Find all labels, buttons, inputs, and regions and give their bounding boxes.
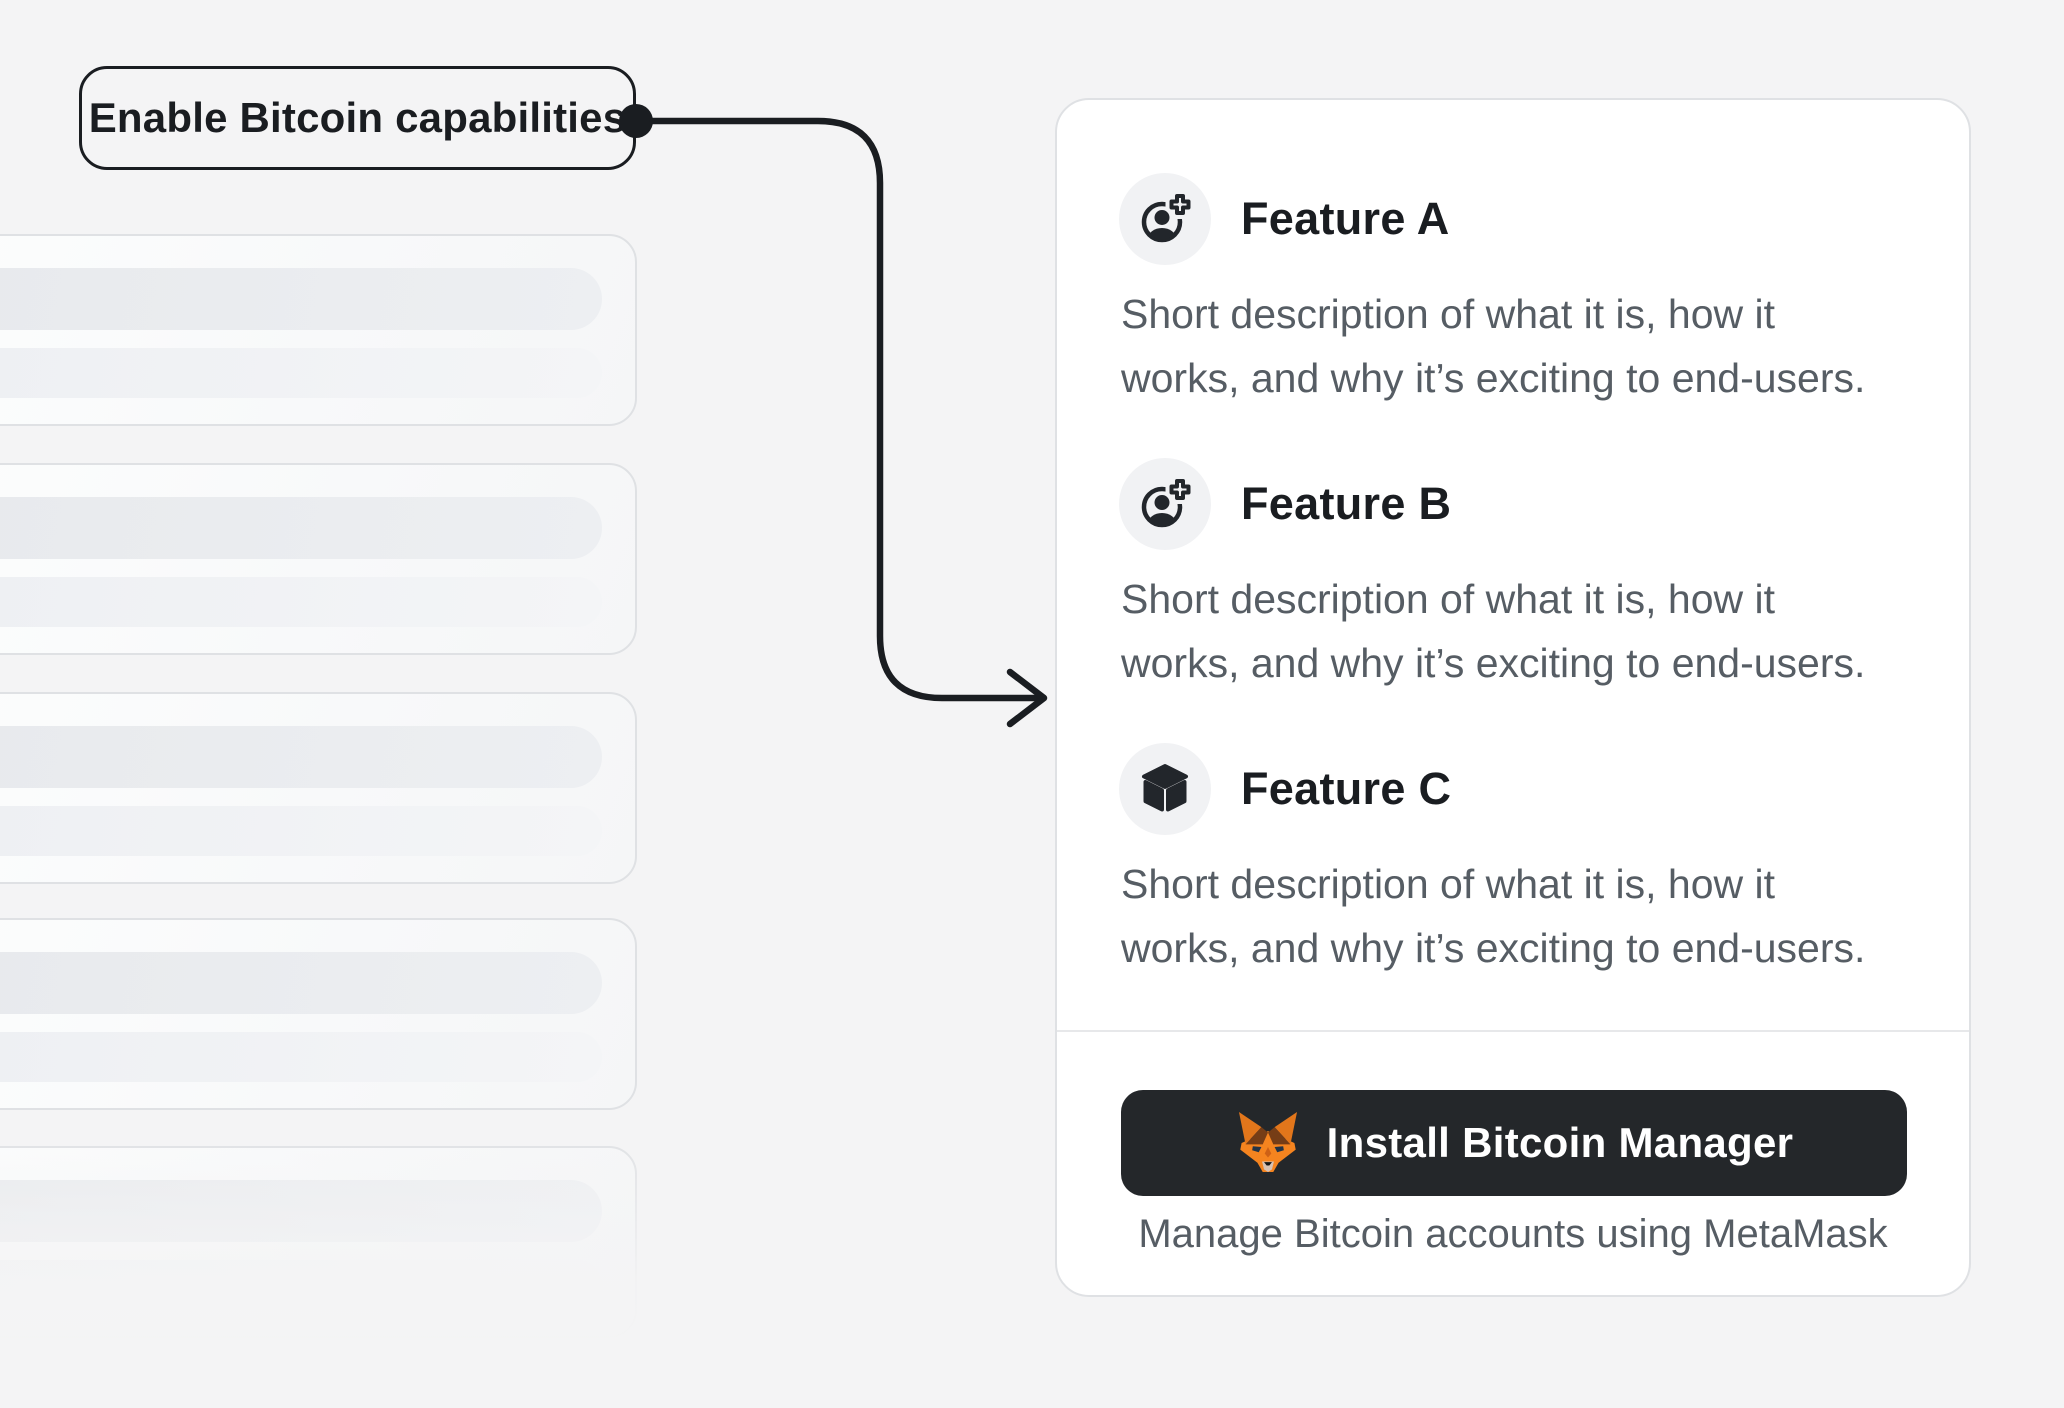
- skeleton-card: [0, 692, 637, 884]
- feature-b-description: Short description of what it is, how it …: [1121, 567, 1865, 695]
- skeleton-card: [0, 463, 637, 655]
- install-bitcoin-manager-button[interactable]: Install Bitcoin Manager: [1121, 1090, 1907, 1196]
- feature-row-a: Feature A Short description of what it i…: [1057, 173, 1969, 458]
- skeleton-row: [0, 726, 602, 788]
- button-caption: Manage Bitcoin accounts using MetaMask: [1138, 1212, 1888, 1256]
- feature-description-line: Short description of what it is, how it: [1121, 861, 1776, 907]
- feature-a-title: Feature A: [1241, 193, 1450, 244]
- skeleton-card: [0, 1146, 637, 1338]
- account-plus-icon: [1141, 191, 1193, 243]
- feature-description-line: Short description of what it is, how it: [1121, 576, 1776, 622]
- feature-row-b: Feature B Short description of what it i…: [1057, 458, 1969, 743]
- skeleton-row: [0, 348, 602, 398]
- skeleton-row: [0, 1180, 602, 1242]
- feature-description-line: works, and why it’s exciting to end-user…: [1121, 640, 1866, 686]
- skeleton-row: [0, 497, 602, 559]
- skeleton-card: [0, 234, 637, 426]
- skeleton-row: [0, 1260, 602, 1310]
- feature-c-title: Feature C: [1241, 763, 1452, 814]
- feature-a-description: Short description of what it is, how it …: [1121, 282, 1865, 410]
- skeleton-row: [0, 577, 602, 627]
- feature-c-badge: [1119, 743, 1211, 835]
- install-button-label: Install Bitcoin Manager: [1326, 1119, 1794, 1166]
- feature-description-line: works, and why it’s exciting to end-user…: [1121, 925, 1866, 971]
- connector-arrowhead-icon: [1006, 668, 1048, 728]
- skeleton-row: [0, 952, 602, 1014]
- card-divider: [1057, 1030, 1969, 1032]
- connector-line: [649, 117, 1040, 702]
- feature-description-line: works, and why it’s exciting to end-user…: [1121, 355, 1866, 401]
- skeleton-row: [0, 268, 602, 330]
- feature-b-title: Feature B: [1241, 478, 1452, 529]
- feature-card: Feature A Short description of what it i…: [1055, 98, 1971, 1297]
- skeleton-row: [0, 806, 602, 856]
- skeleton-row: [0, 1032, 602, 1082]
- feature-row-c: Feature C Short description of what it i…: [1057, 743, 1969, 1028]
- skeleton-card: [0, 918, 637, 1110]
- metamask-fox-icon: [1238, 1111, 1297, 1173]
- feature-b-badge: [1119, 458, 1211, 550]
- account-plus-icon: [1141, 476, 1193, 528]
- annotation-label: Enable Bitcoin capabilities: [79, 66, 636, 170]
- annotation-label-text: Enable Bitcoin capabilities: [88, 94, 627, 141]
- feature-description-line: Short description of what it is, how it: [1121, 291, 1776, 337]
- feature-a-badge: [1119, 173, 1211, 265]
- feature-c-description: Short description of what it is, how it …: [1121, 852, 1865, 980]
- cube-icon: [1142, 764, 1188, 812]
